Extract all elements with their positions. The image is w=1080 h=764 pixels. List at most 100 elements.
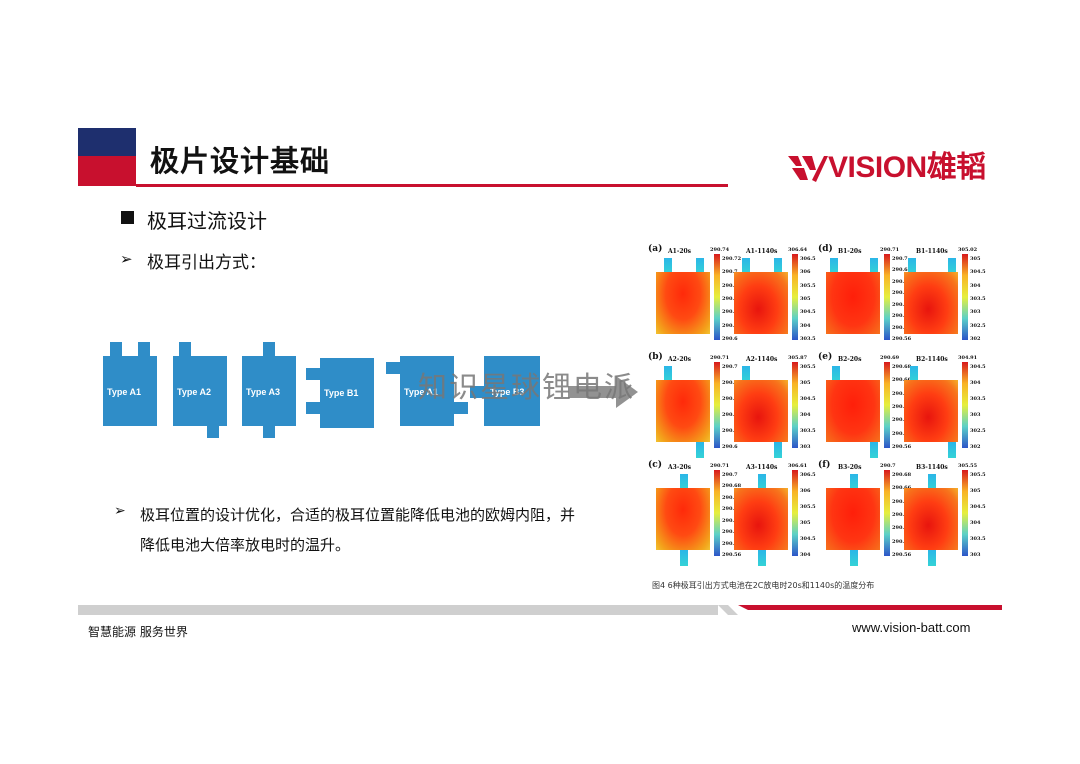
- footer-url: www.vision-batt.com: [852, 620, 971, 635]
- colorbar-tick-label: 304: [970, 520, 981, 526]
- temperature-map: [656, 258, 712, 350]
- watermark-arrow-icon: [568, 376, 638, 408]
- panel-cell-title: A1-20s: [668, 248, 692, 255]
- panel-letter: (c): [648, 460, 662, 470]
- cell-body: [826, 272, 880, 334]
- colorbar-tick-label: 290.66: [892, 377, 912, 384]
- colorbar-tick-label: 302: [970, 444, 981, 450]
- header-red-block: [78, 156, 136, 186]
- colorbar-tick-label: 303.5: [970, 296, 986, 302]
- colorbar-tick-label: 290.56: [892, 444, 912, 450]
- colorbar-tick-label: 305.5: [800, 282, 816, 289]
- colorbar-tick-label: 290.7: [722, 364, 738, 370]
- colorbar-max-value: 290.71: [880, 247, 900, 253]
- colorbar-tick-label: 290.64: [892, 290, 912, 297]
- colorbar-max-value: 304.91: [958, 355, 978, 361]
- colorbar-tick-label: 303: [970, 412, 981, 418]
- temperature-map: [734, 258, 790, 350]
- colorbar-tick-label: 290.58: [892, 324, 912, 331]
- colorbar-tick-label: 290.66: [722, 396, 742, 402]
- colorbar-tick-label: 290.6: [722, 529, 738, 536]
- colorbar-tick-label: 290.6: [892, 525, 908, 532]
- tab-region: [696, 258, 704, 274]
- watermark-text: 知识星球锂电派: [418, 370, 636, 404]
- colorbar-tick-label: 290.62: [892, 301, 912, 308]
- arrow-bullet-icon: ➢: [114, 503, 126, 519]
- colorbar: [792, 362, 798, 448]
- colorbar-tick-label: 303.5: [800, 336, 816, 342]
- tab-shape-b1: Type B1: [306, 358, 374, 428]
- tab-shape-label: Type A3: [246, 387, 281, 397]
- tab-shape-label: Type A2: [177, 387, 212, 397]
- logo-text: VISION雄韬: [828, 151, 986, 184]
- tab-shape-a1: Type A1: [103, 342, 157, 426]
- panel-cell-title: B1-1140s: [916, 248, 948, 255]
- temperature-map: [826, 366, 882, 458]
- colorbar-tick-label: 303.5: [970, 396, 986, 402]
- temperature-map: [656, 474, 712, 566]
- colorbar-tick-label: 290.64: [722, 309, 742, 316]
- tab-shape-b2: Type A1: [386, 354, 468, 428]
- cell-body: [734, 488, 788, 550]
- tab-shape-label: Type B1: [324, 388, 359, 398]
- temperature-map: [826, 258, 882, 350]
- colorbar-tick-label: 304: [800, 322, 811, 329]
- tab-region: [696, 442, 704, 458]
- cell-body: [656, 380, 710, 442]
- colorbar-tick-label: 303: [970, 552, 981, 558]
- colorbar-tick-label: 290.62: [892, 512, 912, 518]
- vision-logo: VISION雄韬: [788, 152, 986, 184]
- tab-region: [910, 366, 918, 382]
- arrow-bullet-icon: ➢: [120, 250, 133, 268]
- colorbar-tick-label: 290.64: [892, 390, 912, 397]
- cell-body: [826, 488, 880, 550]
- colorbar-tick-label: 303.5: [800, 428, 816, 434]
- colorbar-tick-label: 290.66: [722, 296, 742, 302]
- cell-body: [904, 272, 958, 334]
- colorbar: [884, 470, 890, 556]
- tab-region: [680, 474, 688, 490]
- colorbar-tick-label: 306: [800, 269, 811, 276]
- colorbar-max-value: 290.69: [880, 355, 900, 361]
- tab-region: [850, 550, 858, 566]
- colorbar: [884, 362, 890, 448]
- temperature-map: [656, 366, 712, 458]
- tab-method-label: 极耳引出方式：: [147, 253, 266, 273]
- panel-cell-title: B3-20s: [838, 464, 862, 471]
- colorbar-tick-label: 305.5: [970, 472, 986, 478]
- colorbar-tick-label: 290.56: [892, 336, 912, 342]
- cell-body: [826, 380, 880, 442]
- colorbar-tick-label: 304.5: [970, 504, 986, 510]
- colorbar-tick-label: 304: [970, 282, 981, 289]
- colorbar-tick-label: 305: [800, 296, 811, 302]
- colorbar-tick-label: 304: [800, 552, 811, 558]
- colorbar-max-value: 290.71: [710, 463, 730, 469]
- colorbar-max-value: 305.02: [958, 247, 978, 253]
- colorbar-max-value: 305.55: [958, 463, 978, 469]
- colorbar-tick-label: 290.58: [892, 538, 912, 545]
- panel-letter: (f): [818, 460, 831, 470]
- panel-cell-title: A2-1140s: [746, 356, 778, 363]
- colorbar-tick-label: 290.62: [892, 404, 912, 410]
- colorbar: [962, 254, 968, 340]
- section-heading: 极耳过流设计: [147, 209, 267, 233]
- tab-shape-label: Type A1: [107, 387, 142, 397]
- tab-region: [928, 550, 936, 566]
- colorbar-tick-label: 305: [800, 380, 811, 386]
- colorbar-max-value: 306.61: [788, 463, 808, 469]
- panel-cell-title: B2-1140s: [916, 356, 948, 363]
- panel-cell-title: A1-1140s: [746, 248, 778, 255]
- colorbar-tick-label: 303: [970, 309, 981, 316]
- colorbar-tick-label: 290.7: [722, 269, 738, 276]
- colorbar-tick-label: 302.5: [970, 322, 986, 329]
- tab-region: [774, 442, 782, 458]
- panel-cell-title: A3-20s: [668, 464, 692, 471]
- colorbar-tick-label: 306: [800, 488, 811, 494]
- colorbar-tick-label: 290.68: [722, 483, 742, 490]
- temperature-map: [904, 474, 960, 566]
- colorbar-tick-label: 306.5: [800, 472, 816, 478]
- design-optimization-text: 极耳位置的设计优化，合适的极耳位置能降低电池的欧姆内阻，并 降低电池大倍率放电时…: [140, 500, 610, 560]
- tab-region: [832, 366, 840, 382]
- colorbar-tick-label: 290.62: [722, 517, 742, 524]
- colorbar-tick-label: 304: [800, 412, 811, 418]
